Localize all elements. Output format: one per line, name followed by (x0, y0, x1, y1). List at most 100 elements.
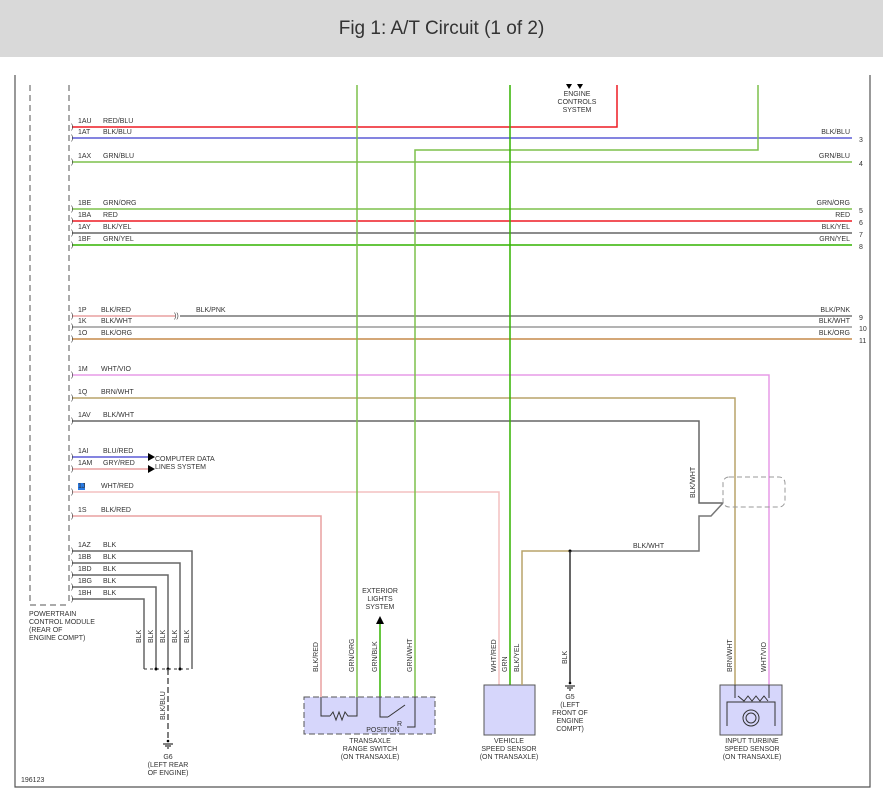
wire-color-label: GRY/RED (103, 460, 135, 467)
vertical-wire-label: BLK (136, 629, 143, 643)
wire-right-label: GRN/YEL (819, 236, 850, 243)
wire-number: 11 (859, 338, 866, 345)
connector-pin-symbol: ) (71, 548, 73, 555)
vertical-wire-label: BLK/RED (313, 642, 320, 672)
connector-pin-symbol: ) (71, 313, 73, 320)
arrow-up-icon (376, 616, 384, 624)
pcm-label: POWERTRAIN (29, 611, 76, 618)
inline-connector-symbol: )) (174, 313, 179, 320)
wire-color-label: BLK/WHT (633, 543, 665, 550)
pin-label-1o: 1O (78, 330, 88, 337)
wire-color-label: WHT/RED (101, 483, 134, 490)
pcm-boundary (29, 85, 69, 606)
connector-pin-symbol: ) (71, 218, 73, 225)
vertical-wire-label: GRN/BLK (372, 641, 379, 672)
computer-data-label: LINES SYSTEM (155, 464, 206, 471)
vss-label: SPEED SENSOR (481, 746, 536, 753)
vertical-wire-label: GRN (502, 656, 509, 672)
wire-color-label: BRN/WHT (101, 389, 134, 396)
exterior-lights-label: LIGHTS (367, 596, 393, 603)
switch-contact-icon (387, 704, 406, 718)
connector-pin-symbol: ) (71, 206, 73, 213)
connector-pin-symbol: ) (71, 135, 73, 142)
figure-id: 196123 (21, 777, 44, 784)
connector-pin-symbol: ) (71, 513, 73, 520)
connector-pin-symbol: ) (71, 336, 73, 343)
vertical-wire-label: GRN/WHT (407, 638, 414, 672)
wire-right-label: BLK/BLU (821, 129, 850, 136)
wire-right-label: BLK/PNK (820, 307, 850, 314)
wire-color-label: GRN/YEL (103, 236, 134, 243)
pin-label-1ax: 1AX (78, 153, 92, 160)
pin-label-1bh: 1BH (78, 590, 92, 597)
wire-color-label: BLK (103, 542, 117, 549)
pin-label-1bg: 1BG (78, 578, 92, 585)
connector-pin-symbol: ) (71, 324, 73, 331)
wire-color-label: BLK (103, 590, 117, 597)
wire-1az (72, 550, 193, 669)
wire-color-label: WHT/VIO (101, 366, 131, 373)
connector-pin-symbol: ) (71, 242, 73, 249)
vss-label: VEHICLE (494, 738, 524, 745)
engine-controls-label: ENGINE (564, 91, 591, 98)
connector-pin-symbol: ) (71, 159, 73, 166)
wire-right-label: GRN/ORG (817, 200, 850, 207)
connector-pin-symbol: ) (71, 454, 73, 461)
wire-color-label: BLK/BLU (103, 129, 132, 136)
connector-pin-symbol: ) (71, 230, 73, 237)
vertical-wire-label: WHT/RED (491, 639, 498, 672)
wire-1au (72, 85, 618, 128)
wire-number: 7 (859, 232, 863, 239)
coil-icon (737, 695, 769, 702)
switch-r-label: R (397, 721, 402, 728)
vertical-wire-label: BLK (148, 629, 155, 643)
vertical-wire-label: BLK (562, 650, 569, 664)
itss-label: SPEED SENSOR (724, 746, 779, 753)
switch-internal (407, 697, 416, 728)
wire-1j (72, 491, 500, 685)
wire-1bh (72, 598, 145, 669)
wire-blk-yel-vss (521, 550, 570, 685)
figure-title: Fig 1: A/T Circuit (1 of 2) (338, 17, 545, 39)
wire-color-label: BLU/RED (103, 448, 133, 455)
connector-pin-symbol: ) (71, 572, 73, 579)
g6-label: (LEFT REAR (148, 762, 189, 769)
wire-color-label: BLK/ORG (101, 330, 132, 337)
vertical-wire-label: BLK/YEL (514, 643, 521, 672)
wire-number: 10 (859, 326, 867, 333)
vertical-wire-label: BLK (160, 629, 167, 643)
wire-1bb (72, 562, 181, 669)
trs-label: (ON TRANSAXLE) (341, 754, 400, 761)
connector-pin-symbol: ) (71, 489, 73, 496)
arrow-down-icon (566, 84, 572, 89)
vertical-wire-label: BLK (172, 629, 179, 643)
wire-right-label: BLK/WHT (819, 318, 851, 325)
wire-color-label: RED (103, 212, 118, 219)
vss-label: (ON TRANSAXLE) (480, 754, 539, 761)
transaxle-range-switch (303, 696, 436, 735)
pin-label-1au: 1AU (78, 118, 92, 125)
connector-pin-symbol: ) (71, 560, 73, 567)
wire-number: 8 (859, 244, 863, 251)
wire-blk-wht-shield (570, 502, 724, 552)
wire-color-label: BLK/YEL (103, 224, 132, 231)
wire-right-label: RED (835, 212, 850, 219)
wire-right-label: GRN/BLU (819, 153, 850, 160)
pin-label-1bd: 1BD (78, 566, 92, 573)
wire-1bg (72, 586, 157, 669)
wire-color-label: BLK/PNK (196, 307, 226, 314)
arrow-down-icon (577, 84, 583, 89)
wire-number: 5 (859, 208, 863, 215)
wire-1q (72, 397, 736, 685)
figure-header: Fig 1: A/T Circuit (1 of 2) (0, 0, 883, 57)
sensor-core (726, 701, 776, 726)
itss-label: (ON TRANSAXLE) (723, 754, 782, 761)
connector-pin-symbol: ) (71, 584, 73, 591)
g5-label: ENGINE (557, 718, 584, 725)
connector-pin-symbol: ) (71, 124, 73, 131)
wire-number: 4 (859, 161, 863, 168)
tone-wheel-inner (745, 712, 757, 724)
exterior-lights-label: SYSTEM (366, 604, 395, 611)
diagram-frame (14, 75, 871, 788)
connector-pin-symbol: ) (71, 372, 73, 379)
